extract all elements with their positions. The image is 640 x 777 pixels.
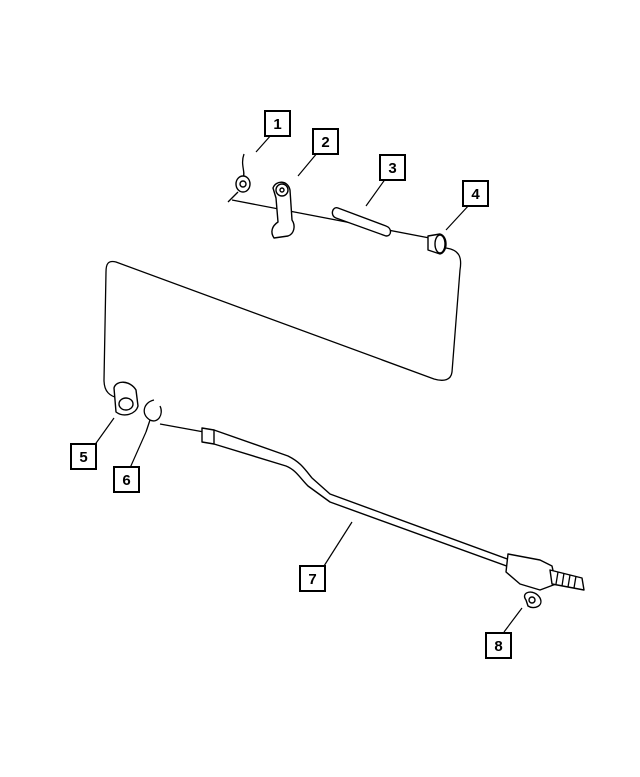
leader-6 [129,431,147,469]
callout-7-label: 7 [308,571,316,588]
callout-4: 4 [462,180,489,207]
leader-lines [93,133,523,633]
callout-4-label: 4 [471,186,480,203]
part-5-end-fitting [113,381,139,416]
callout-7: 7 [299,565,326,592]
callout-8: 8 [485,632,512,659]
cable-loop [103,247,462,399]
callout-3-label: 3 [388,160,396,177]
callout-2: 2 [312,128,339,155]
callout-5: 5 [70,443,97,470]
callout-2-label: 2 [321,134,329,151]
callout-1: 1 [264,110,291,137]
leader-4 [445,203,471,231]
part-8-e-clip [523,591,542,609]
part-6-clip [143,399,162,433]
part-2-lever [271,181,295,239]
callout-6-label: 6 [122,472,130,489]
leader-3 [365,177,387,207]
callout-8-label: 8 [494,638,502,655]
leader-7 [323,521,353,567]
leader-2 [297,151,319,177]
callout-3: 3 [379,154,406,181]
upper-linkage-assembly [227,153,447,255]
part-7-cable-rod [159,423,585,591]
upper-rod-line [231,199,441,241]
callout-1-label: 1 [273,116,281,133]
part-4-bushing [427,233,447,255]
part-1-retainer-clip [227,153,251,203]
callout-6: 6 [113,466,140,493]
leader-5 [93,417,115,447]
part-3-sleeve [331,207,392,237]
callout-5-label: 5 [79,449,87,466]
leader-8 [503,607,523,633]
